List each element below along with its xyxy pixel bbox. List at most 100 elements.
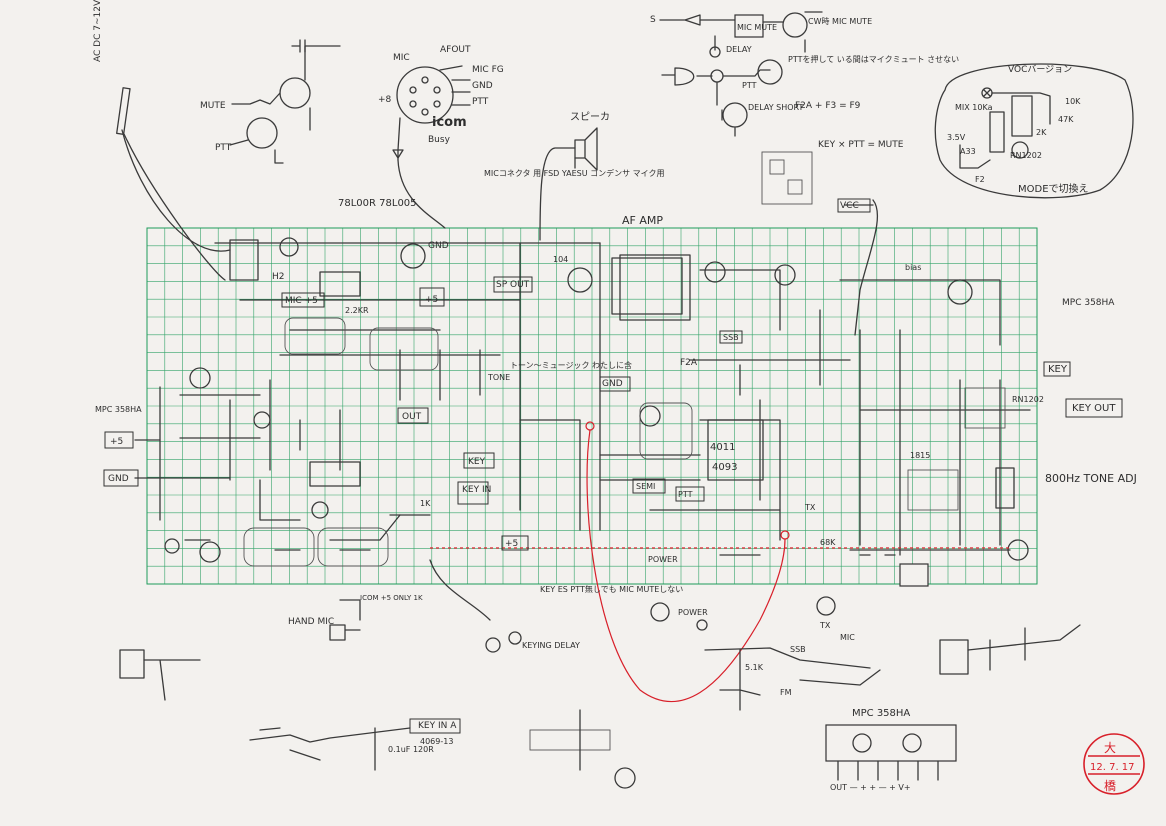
- power-icon-label: POWER: [678, 608, 708, 617]
- gnd-center-label: GND: [602, 379, 623, 389]
- af-amp-label: AF AMP: [622, 214, 663, 227]
- plus5-left-label: +5: [110, 437, 123, 447]
- mute-label: MUTE: [200, 101, 226, 111]
- cap-label: 0.1uF 120R: [388, 745, 434, 754]
- ptt-mid-label: PTT: [742, 81, 757, 90]
- vcc-wire: [854, 199, 879, 336]
- tx-label: TX: [804, 503, 816, 512]
- mix-label: MIX 10Ka: [955, 103, 993, 112]
- k22-label: 2.2KR: [345, 306, 369, 315]
- tx-icon-label: TX: [819, 621, 831, 630]
- regulator-label: 78L00R 78L005: [338, 198, 417, 209]
- micplus5-label: MIC +5: [285, 296, 318, 306]
- k47-label: 47K: [1058, 115, 1074, 124]
- voc-label: VOCバージョン: [1008, 64, 1072, 75]
- busy-label: Busy: [428, 135, 451, 145]
- ac-dc-input: [116, 87, 231, 281]
- mpc-package-label: MPC 358HA: [852, 708, 910, 719]
- f2-label: F2: [975, 175, 985, 184]
- ssb2-label: SSB: [790, 645, 806, 654]
- label-boxes: [103, 198, 1123, 734]
- plus5-center-label: +5: [505, 539, 518, 549]
- pins-label: OUT — + + — + V+: [830, 783, 911, 792]
- hand-note-label: ICOM +5 ONLY 1K: [360, 594, 423, 602]
- key-ptt-label: KEY × PTT = MUTE: [818, 140, 904, 150]
- gnd-conn-label: GND: [472, 81, 493, 91]
- speaker-icon: [539, 127, 598, 241]
- gnd-left-label: GND: [108, 474, 129, 484]
- a33-label: A33: [960, 147, 976, 156]
- sp-out-label: SP OUT: [496, 280, 530, 290]
- rn1202-label: RN1202: [1010, 151, 1042, 160]
- chip-note-label: 4069-13: [420, 737, 453, 746]
- cw-mute-label: CW時 MIC MUTE: [808, 17, 872, 26]
- k1-label: 1K: [420, 499, 431, 508]
- f2a-label: F2A: [680, 358, 698, 368]
- key-es-label: KEY ES PTT無しでも MIC MUTEしない: [540, 584, 683, 594]
- bias-label: bias: [905, 263, 921, 272]
- stamp-date: 12. 7. 17: [1090, 762, 1135, 773]
- ptt-note-label: PTTを押して いる間はマイクミュート させない: [788, 54, 959, 64]
- key-in-label: KEY IN: [462, 485, 491, 495]
- k10-label: 10K: [1065, 97, 1081, 106]
- board-traces: [159, 242, 1031, 556]
- k51-label: 5.1K: [745, 663, 764, 672]
- ptt-conn-label: PTT: [472, 97, 489, 107]
- ptt-label-top-left: PTT: [215, 143, 232, 153]
- mic2-label: MIC: [840, 633, 855, 642]
- tone-note-label: トーン～ミュージック わたしに含: [510, 360, 632, 370]
- plus8-label: +8: [378, 95, 392, 105]
- semi-label: SEMI: [636, 482, 655, 491]
- speaker-label: スピーカ: [570, 111, 610, 123]
- date-stamp: [1083, 733, 1145, 795]
- ac-dc-label: AC DC 7~12V: [93, 0, 103, 62]
- keying-label: KEYING DELAY: [522, 641, 580, 650]
- mpc-left-label: MPC 358HA: [95, 405, 142, 414]
- mode-switch-label: MODEで切換え: [1018, 183, 1089, 195]
- stamp-top: 大: [1104, 741, 1116, 755]
- k68-label: 68K: [820, 538, 836, 547]
- key-right-label: KEY: [1048, 364, 1068, 375]
- k1815-label: 1815: [910, 451, 930, 460]
- delay-short-label: DELAY SHORT: [748, 103, 804, 112]
- f-eq-label: F2A + F3 = F9: [795, 101, 861, 111]
- h2-label: H2: [272, 272, 285, 282]
- afout-label: AFOUT: [440, 45, 471, 55]
- mic-fg-label: MIC FG: [472, 65, 504, 75]
- board-outline: [146, 227, 1038, 585]
- k2-label: 2K: [1036, 128, 1047, 137]
- bottom-right-sketches: [704, 624, 1081, 781]
- delay-label: DELAY: [726, 45, 752, 54]
- mpc-label: MPC 358HA: [1062, 298, 1115, 308]
- v35-label: 3.5V: [947, 133, 966, 142]
- mute-transistor-block: [229, 39, 341, 164]
- power-label: POWER: [648, 555, 678, 564]
- icom-label: icom: [432, 115, 467, 130]
- hand-mic-label: HAND MIC: [288, 617, 334, 627]
- plus5-label: +5: [425, 295, 438, 305]
- ssb-label: SSB: [723, 333, 739, 342]
- k104-label: 104: [553, 255, 568, 264]
- key-in-bottom-label: KEY IN A: [418, 721, 457, 731]
- board-components: [164, 237, 1029, 587]
- rn1202b-label: RN1202: [1012, 395, 1044, 404]
- red-trace: [430, 421, 1010, 703]
- voc-version-box: [934, 63, 1134, 199]
- tone-small-label: TONE: [487, 373, 510, 382]
- fm-label: FM: [780, 688, 792, 697]
- gnd-mid-label: GND: [428, 241, 449, 251]
- ptt-box-label: PTT: [678, 490, 693, 499]
- s-label: S: [650, 15, 656, 25]
- key-out-label: KEY OUT: [1072, 403, 1116, 414]
- stamp-bottom: 橋: [1104, 779, 1116, 793]
- mic-mute-label: MIC MUTE: [737, 23, 777, 32]
- out-label: OUT: [402, 412, 422, 422]
- mic-note-label: MICコネクタ 用 FSD YAESU コンデンサ マイク用: [484, 168, 665, 178]
- bottom-left-sketches: [119, 559, 836, 789]
- left-power-wires: [134, 439, 231, 479]
- mic-mute-circuit: [659, 11, 823, 137]
- key-mid-label: KEY: [468, 457, 486, 467]
- mic-connector: [392, 65, 471, 229]
